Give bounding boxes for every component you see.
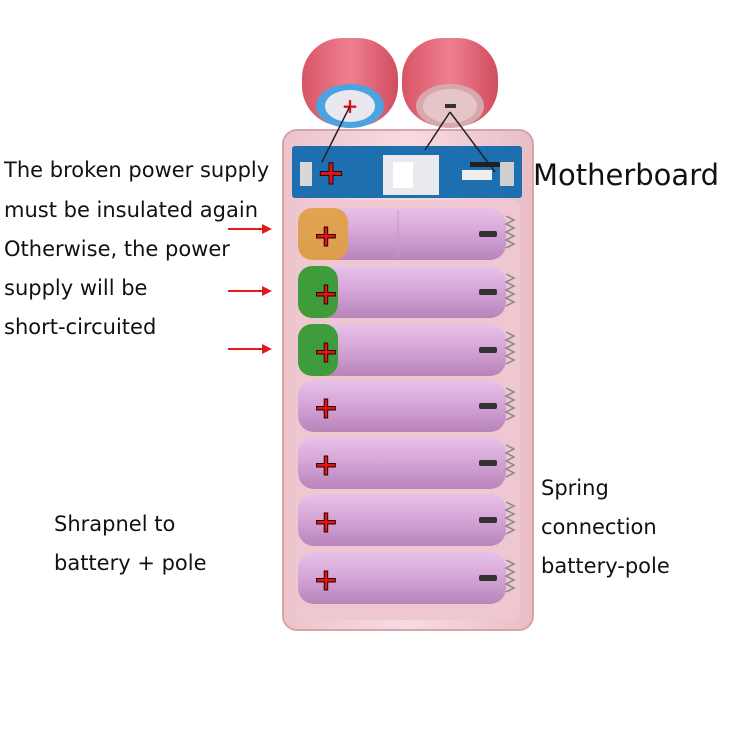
cell-5: + <box>298 437 516 489</box>
warning-line-1: The broken power supply <box>4 158 270 182</box>
spring-line-1: Spring <box>541 476 609 500</box>
arrow-icons <box>228 224 272 354</box>
cell-7: + <box>298 552 516 604</box>
spring-line-2: connection <box>541 515 657 539</box>
cell-1: + <box>298 208 516 260</box>
svg-text:+: + <box>313 335 338 370</box>
spring-line-3: battery-pole <box>541 554 670 578</box>
cell-2: + <box>298 266 516 318</box>
top-cell-positive: + <box>302 38 398 128</box>
svg-text:+: + <box>313 219 338 254</box>
svg-text:+: + <box>317 153 346 193</box>
shrapnel-line-2: battery + pole <box>54 551 207 575</box>
svg-text:+: + <box>313 505 338 540</box>
warning-line-2: must be insulated again <box>4 198 259 222</box>
svg-text:+: + <box>313 448 338 483</box>
shrapnel-line-1: Shrapnel to <box>54 512 176 536</box>
warning-line-4: supply will be <box>4 276 148 300</box>
battery-cells: + + + + + <box>298 208 516 604</box>
svg-text:+: + <box>313 277 338 312</box>
warning-line-3: Otherwise, the power <box>4 237 230 261</box>
cell-3: + <box>298 324 516 376</box>
arrow-icon-1 <box>228 224 272 234</box>
warning-line-5: short-circuited <box>4 315 157 339</box>
top-cell-negative <box>402 38 498 128</box>
arrow-icon-3 <box>228 344 272 354</box>
cell-6: + <box>298 494 516 546</box>
svg-text:+: + <box>313 391 338 426</box>
cell-4: + <box>298 380 516 432</box>
motherboard-label: Motherboard <box>533 158 720 192</box>
motherboard-pcb: + <box>292 105 522 198</box>
svg-text:+: + <box>313 563 338 598</box>
arrow-icon-2 <box>228 286 272 296</box>
